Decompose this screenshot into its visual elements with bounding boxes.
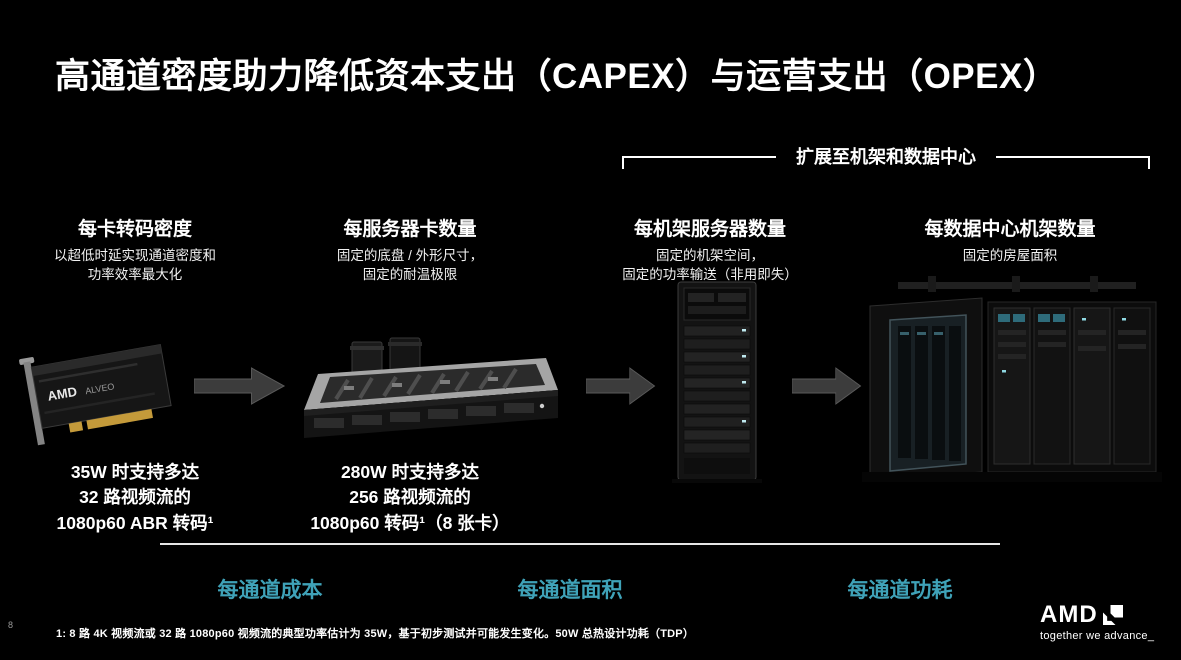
column-3-header: 每机架服务器数量 固定的机架空间， 固定的功率输送（非用即失） xyxy=(590,214,830,285)
column-2-caption: 280W 时支持多达 256 路视频流的 1080p60 转码¹（8 张卡） xyxy=(275,460,545,536)
column-3-subtitle: 固定的机架空间， 固定的功率输送（非用即失） xyxy=(590,247,830,285)
column-2-subtitle: 固定的底盘 / 外形尺寸， 固定的耐温极限 xyxy=(290,247,530,285)
column-1-caption-line-1: 35W 时支持多达 xyxy=(70,462,200,482)
bracket-left-cap xyxy=(622,156,624,169)
column-1-title: 每卡转码密度 xyxy=(77,219,192,240)
column-2-caption-line-1: 280W 时支持多达 xyxy=(340,462,480,482)
column-1-caption-line-2: 32 路视频流的 xyxy=(79,487,191,508)
column-4-title: 每数据中心机架数量 xyxy=(924,219,1096,240)
page-number: 8 xyxy=(8,620,14,630)
column-2-header: 每服务器卡数量 固定的底盘 / 外形尺寸， 固定的耐温极限 xyxy=(290,214,530,285)
server-image xyxy=(290,322,565,455)
bracket-left-line xyxy=(624,156,776,158)
amd-arrow-logo-icon xyxy=(1102,605,1123,625)
flow-arrow-icon xyxy=(792,367,862,405)
rack-image xyxy=(658,280,776,490)
footnote: 1: 8 路 4K 视频流或 32 路 1080p60 视频流的典型功率估计为 … xyxy=(56,628,695,640)
column-2-title: 每服务器卡数量 xyxy=(343,219,477,240)
server-illustration xyxy=(304,337,558,438)
column-4-subtitle: 固定的房屋面积 xyxy=(880,247,1140,266)
column-1-subtitle: 以超低时延实现通道密度和 功率效率最大化 xyxy=(15,247,255,285)
svg-text:AMD: AMD xyxy=(46,384,78,404)
column-1-subtitle-line-1: 以超低时延实现通道密度和 xyxy=(54,248,216,263)
metrics-separator-line xyxy=(160,543,1000,545)
column-1-caption-line-3: 1080p60 ABR 转码¹ xyxy=(56,512,214,533)
alveo-card-illustration: AMD ALVEO xyxy=(19,343,172,446)
column-2-subtitle-line-1: 固定的底盘 / 外形尺寸， xyxy=(336,248,484,263)
metric-cost-per-channel: 每通道成本 xyxy=(217,579,323,602)
rack-illustration xyxy=(672,281,762,483)
bracket-right-line xyxy=(996,156,1148,158)
amd-logo-row: AMD xyxy=(1040,602,1170,628)
datacenter-image xyxy=(862,274,1162,489)
column-3-subtitle-line-2: 固定的功率输送（非用即失） xyxy=(622,266,798,282)
bracket-right-cap xyxy=(1148,156,1150,169)
flow-arrow-icon xyxy=(194,367,286,405)
flow-arrow-icon xyxy=(586,367,656,405)
column-2-caption-line-2: 256 路视频流的 xyxy=(349,487,471,508)
bracket-label: 扩展至机架和数据中心 xyxy=(796,147,976,167)
column-1-caption: 35W 时支持多达 32 路视频流的 1080p60 ABR 转码¹ xyxy=(10,460,260,536)
slide-title: 高通道密度助力降低资本支出（CAPEX）与运营支出（OPEX） xyxy=(55,57,1059,96)
column-3-subtitle-line-1: 固定的机架空间， xyxy=(656,248,764,263)
column-1-subtitle-line-2: 功率效率最大化 xyxy=(87,266,183,282)
column-2-caption-line-3: 1080p60 转码¹（8 张卡） xyxy=(310,512,510,533)
alveo-card-image: AMD ALVEO xyxy=(18,328,203,463)
column-4-header: 每数据中心机架数量 固定的房屋面积 xyxy=(880,214,1140,266)
amd-tagline: together we advance_ xyxy=(1040,630,1155,642)
column-4-subtitle-line-1: 固定的房屋面积 xyxy=(962,248,1058,263)
column-1-header: 每卡转码密度 以超低时延实现通道密度和 功率效率最大化 xyxy=(15,214,255,285)
datacenter-illustration xyxy=(862,276,1162,482)
metric-power-per-channel: 每通道功耗 xyxy=(847,579,953,602)
scale-bracket: 扩展至机架和数据中心 xyxy=(622,146,1150,169)
column-3-title: 每机架服务器数量 xyxy=(633,219,786,240)
amd-logo: AMD together we advance_ xyxy=(1040,602,1170,643)
amd-wordmark: AMD xyxy=(1040,601,1098,628)
metric-area-per-channel: 每通道面积 xyxy=(517,579,623,602)
column-2-subtitle-line-2: 固定的耐温极限 xyxy=(362,266,458,282)
